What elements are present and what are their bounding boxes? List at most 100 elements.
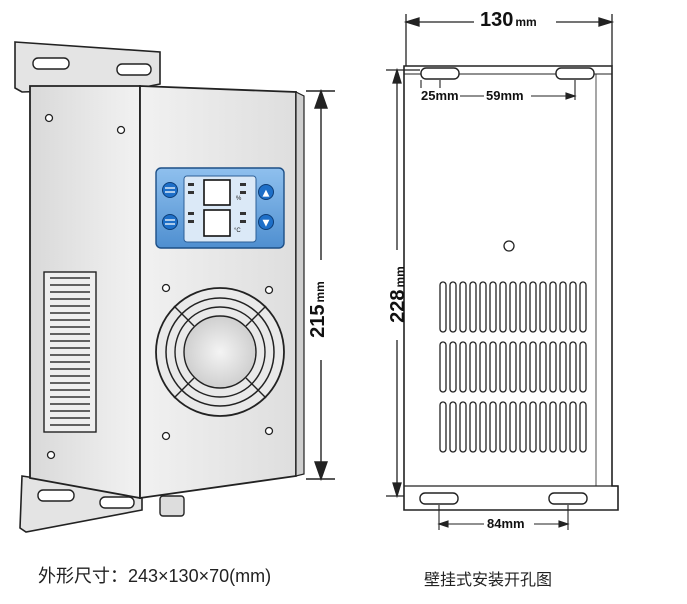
vent-slot <box>549 281 557 333</box>
display-bezel <box>183 175 257 243</box>
vent-slot <box>539 341 547 393</box>
bottom-mounting-slot-left <box>419 492 459 505</box>
indicator-leds <box>188 183 246 223</box>
vent-slot <box>459 401 467 453</box>
vent-slot <box>499 281 507 333</box>
slot-offset-label: 25mm <box>420 88 460 103</box>
svg-text:%: % <box>236 196 242 202</box>
vent-slot <box>549 341 557 393</box>
up-arrow-icon: ▲ <box>263 189 270 199</box>
center-hole <box>503 240 515 252</box>
enclosure-flange <box>295 91 305 477</box>
vent-slot <box>529 341 537 393</box>
screw-icon <box>264 285 274 295</box>
vent-slot <box>559 281 567 333</box>
back-view <box>386 14 619 530</box>
bottom-slot-spacing-label: 84mm <box>486 516 526 531</box>
bracket-slot-bottom-right <box>99 496 135 509</box>
vent-slot <box>439 401 447 453</box>
vent-slot <box>519 281 527 333</box>
vent-slot <box>469 341 477 393</box>
vent-slot <box>569 341 577 393</box>
vent-slot <box>579 341 587 393</box>
screw-icon <box>44 113 54 123</box>
vent-slot <box>439 281 447 333</box>
bracket-slot-right <box>116 63 152 76</box>
back-width-value: 130 <box>480 9 514 31</box>
vent-slot <box>549 401 557 453</box>
vent-slot <box>449 401 457 453</box>
vent-slot <box>559 401 567 453</box>
vent-slot <box>509 341 517 393</box>
side-vent-louvers <box>50 277 90 426</box>
vent-slot <box>529 401 537 453</box>
fan-hub <box>183 315 257 389</box>
vent-slot <box>489 281 497 333</box>
vent-slot <box>479 281 487 333</box>
bottom-slot-spacing-dimension <box>437 505 570 530</box>
temperature-display <box>203 209 231 237</box>
top-slot-spacing-label: 59mm <box>485 88 525 103</box>
vent-slot <box>449 281 457 333</box>
vent-slot <box>509 401 517 453</box>
back-height-value: 228 <box>386 289 409 323</box>
vent-slot <box>499 401 507 453</box>
height-dimension-228 <box>386 67 420 499</box>
screw-icon <box>161 431 171 441</box>
vent-slot <box>579 281 587 333</box>
overall-dimensions-caption: 外形尺寸：243×130×70(mm) <box>38 566 272 586</box>
mode-button-icon[interactable] <box>162 182 178 198</box>
vent-slot <box>559 341 567 393</box>
vent-slot <box>479 341 487 393</box>
vent-slot <box>509 281 517 333</box>
top-mounting-slot-left <box>420 67 460 80</box>
front-height-value: 215 <box>306 304 329 338</box>
height-dimension-215 <box>306 88 335 482</box>
vent-slot <box>469 401 477 453</box>
vent-slot <box>499 341 507 393</box>
mounting-holes-caption: 壁挂式安装开孔图 <box>424 572 553 589</box>
vent-slot <box>469 281 477 333</box>
vent-slot <box>479 401 487 453</box>
vent-slot <box>489 401 497 453</box>
svg-text:°C: °C <box>234 228 241 234</box>
front-view: % °C ▲ ▼ <box>14 41 335 533</box>
vent-slot <box>539 401 547 453</box>
vent-slot <box>449 341 457 393</box>
front-height-unit: mm <box>312 281 327 303</box>
humidity-display <box>203 179 231 206</box>
up-button-icon[interactable] <box>258 184 274 200</box>
vent-slot <box>489 341 497 393</box>
drain-outlet <box>159 495 185 517</box>
bottom-mounting-slot-right <box>548 492 588 505</box>
back-width-unit: mm <box>515 15 537 29</box>
back-height-label: 228mm <box>387 266 410 323</box>
screw-icon <box>46 450 56 460</box>
back-vent-grid <box>439 281 587 453</box>
width-dimension-130 <box>403 14 615 66</box>
screw-icon <box>264 426 274 436</box>
screw-icon <box>161 283 171 293</box>
vent-slot <box>459 281 467 333</box>
vent-slot <box>569 281 577 333</box>
vent-slot <box>519 341 527 393</box>
vent-slot <box>569 401 577 453</box>
cooling-fan <box>155 283 285 441</box>
back-height-unit: mm <box>392 266 407 288</box>
vent-slot <box>519 401 527 453</box>
front-height-label: 215mm <box>307 281 330 338</box>
vent-slot <box>459 341 467 393</box>
vent-slot <box>539 281 547 333</box>
down-button-icon[interactable] <box>258 214 274 230</box>
vent-slot <box>529 281 537 333</box>
vent-slot <box>439 341 447 393</box>
top-mounting-slot-right <box>555 67 595 80</box>
bracket-slot-left <box>32 57 70 70</box>
fan-guard-spokes <box>173 305 267 399</box>
side-vent <box>43 271 97 433</box>
down-arrow-icon: ▼ <box>263 219 270 229</box>
screw-icon <box>116 125 126 135</box>
set-button-icon[interactable] <box>162 214 178 230</box>
